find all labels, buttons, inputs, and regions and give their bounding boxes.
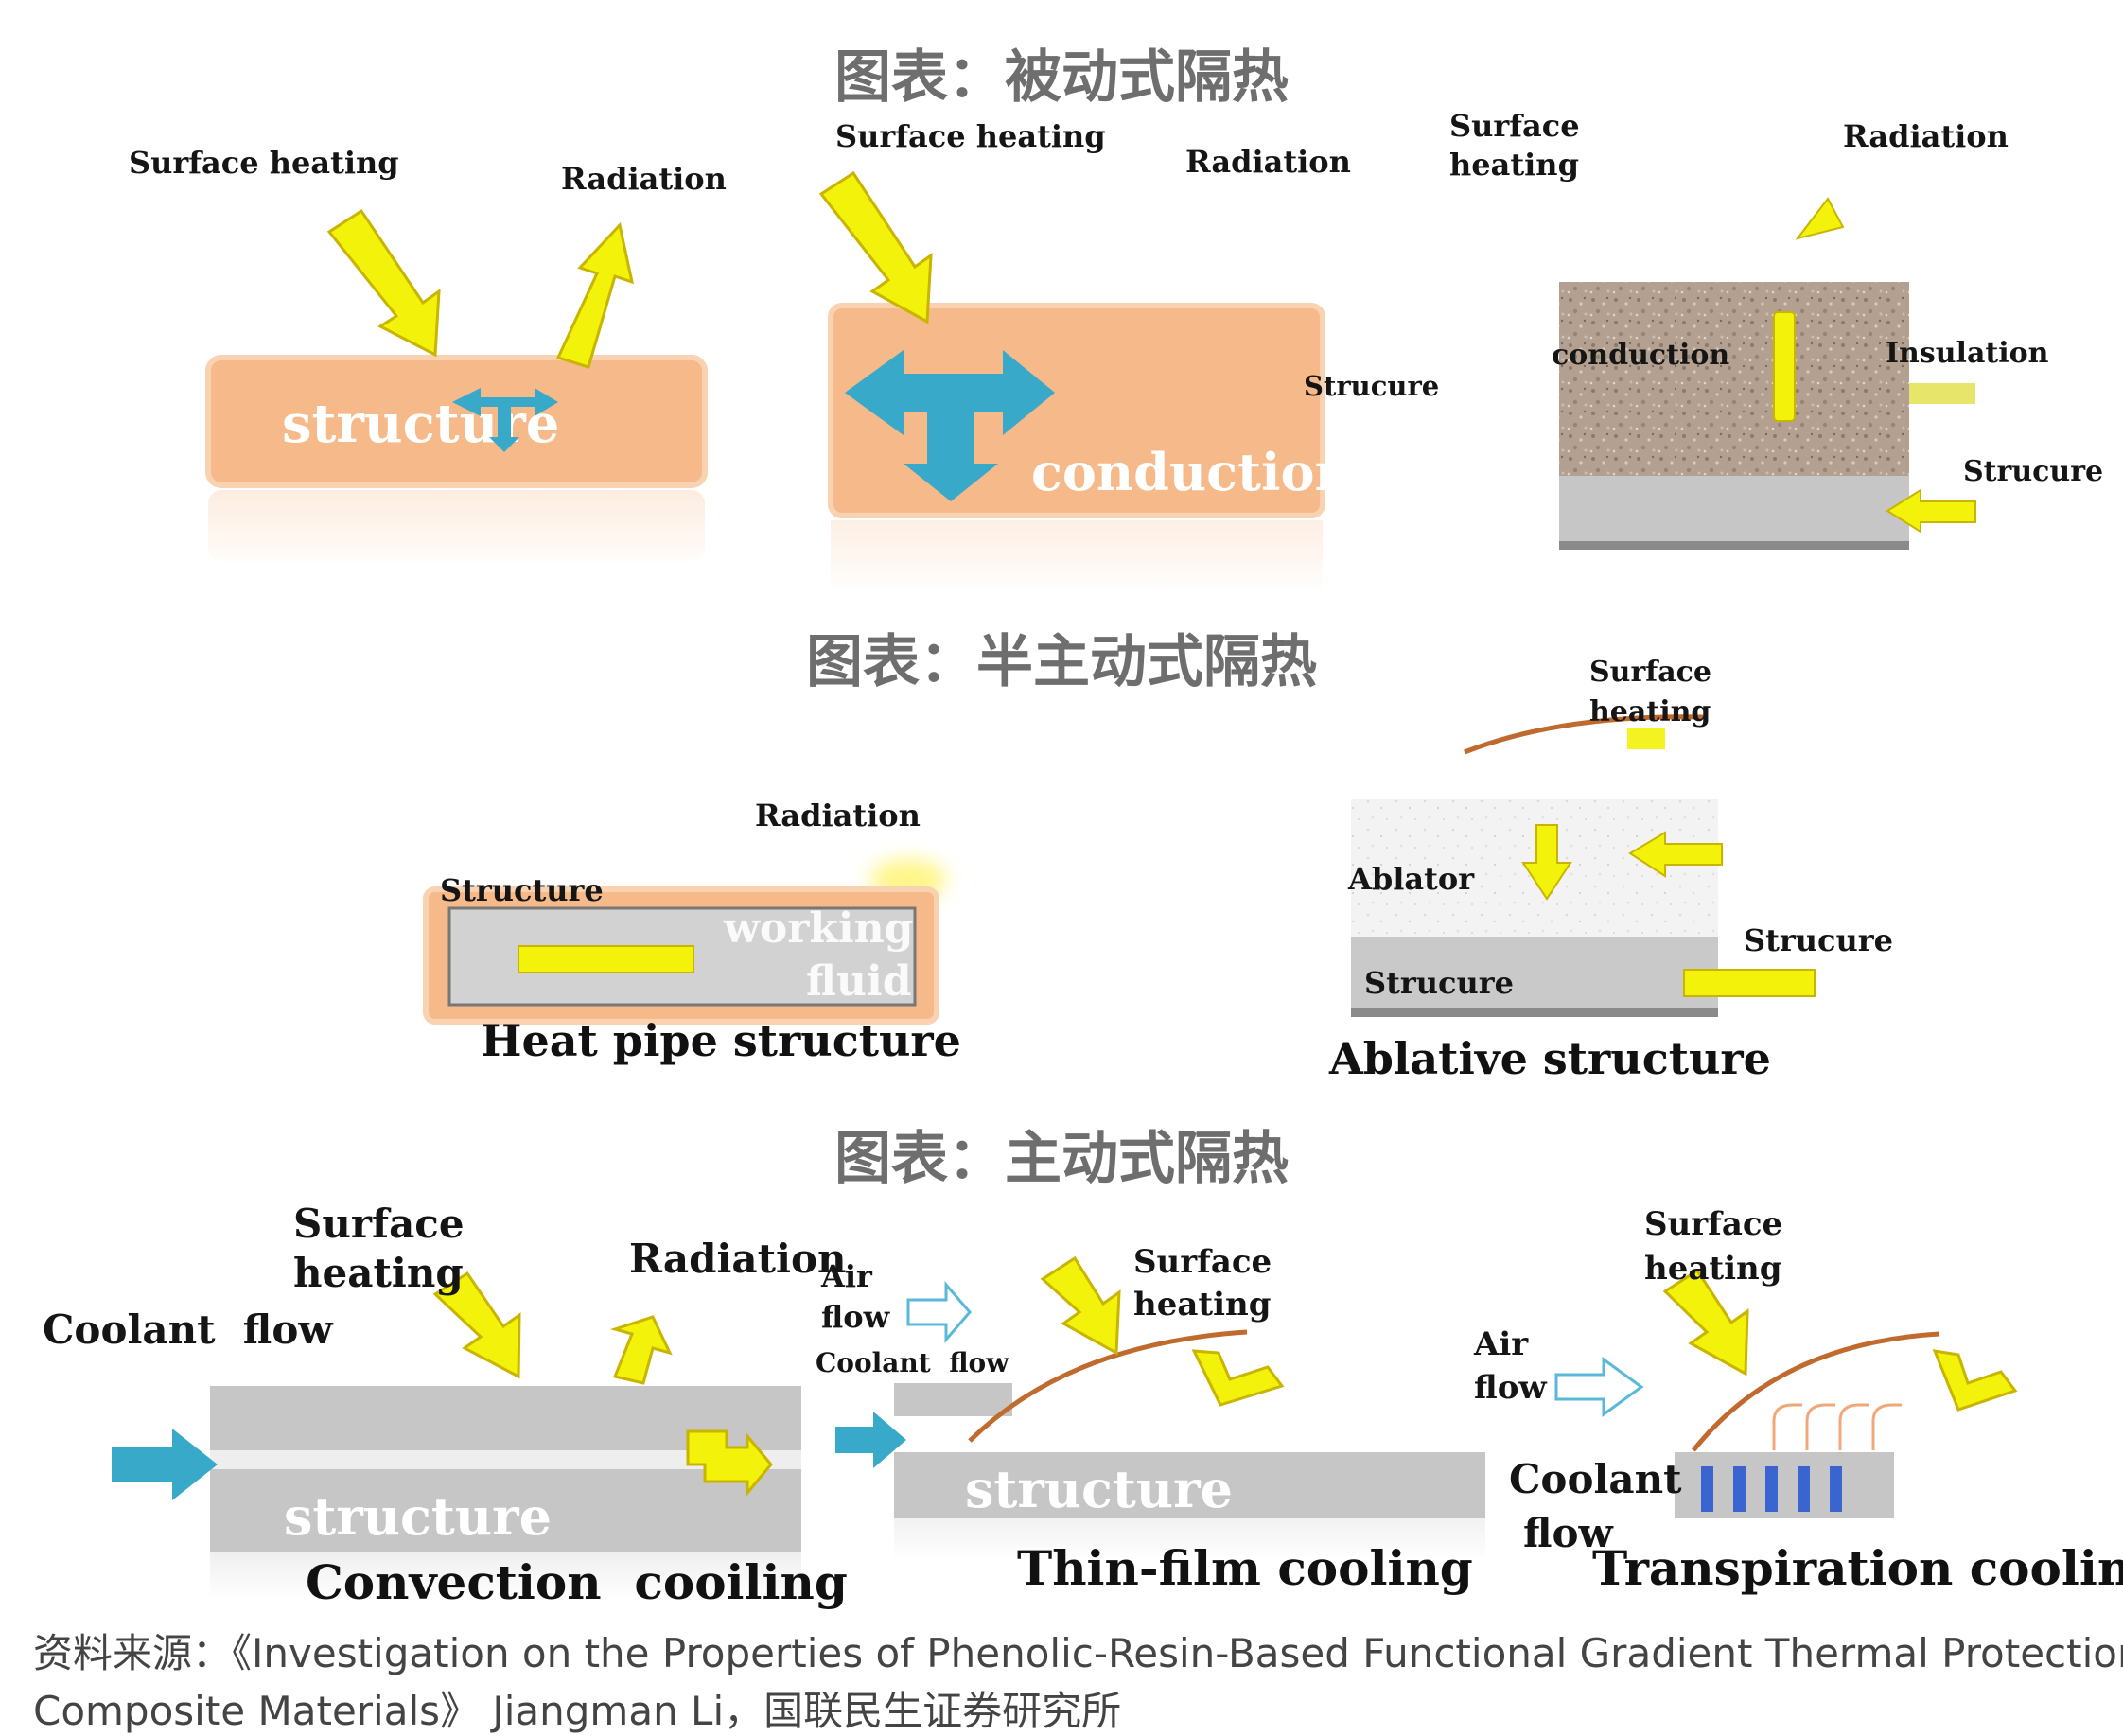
surface-heating-arrow xyxy=(818,170,933,324)
fluid-label: fluid xyxy=(806,957,911,1006)
ablative-caption: Ablative structure xyxy=(1328,1033,1771,1084)
active-section-title: 图表：主动式隔热 xyxy=(834,1126,1289,1192)
structure-label: structure xyxy=(284,1486,552,1547)
convection-caption: Convection cooiling xyxy=(306,1554,848,1610)
coolant-flow-label: Coolant flow xyxy=(816,1347,1009,1378)
insulation-arrow xyxy=(1909,383,1975,404)
radiation-arrow xyxy=(1932,1349,2018,1412)
surface-heating-label: Surface heating xyxy=(835,118,1106,154)
thin-film-caption: Thin-film cooling xyxy=(1017,1540,1473,1596)
surface-heating-label-2: heating xyxy=(1133,1286,1272,1324)
surface-heating-label-2: heating xyxy=(1644,1250,1782,1288)
transpiration-caption: Transpiration cooling xyxy=(1592,1540,2123,1596)
ablative-panel: Surface heating Ablator Strucure Strucur… xyxy=(1328,656,1893,1084)
air-flow-arrow xyxy=(906,1280,972,1344)
air-flow-arrow xyxy=(1554,1357,1644,1417)
surface-heating-label-2: heating xyxy=(1449,147,1579,183)
conduction-label: conduction xyxy=(1031,442,1352,502)
transpiration-pores xyxy=(1701,1466,1842,1512)
structure-plate xyxy=(1351,937,1718,1017)
passive-panel-3: Surface heating Radiation conduction Ins… xyxy=(1449,108,2103,595)
insulation-block xyxy=(1559,282,1909,476)
surface-heating-label-1: Surface xyxy=(1133,1243,1272,1281)
thin-film-panel: structure Air flow Coolant flow Surface … xyxy=(816,1243,1493,1596)
coolant-inlet-arrow xyxy=(112,1429,218,1500)
structure-block xyxy=(205,355,708,488)
surface-heating-curve xyxy=(1464,714,1704,755)
coolant-flow-label-2: flow xyxy=(1523,1510,1614,1556)
radiation-arrow xyxy=(555,221,635,369)
ablator-label: Ablator xyxy=(1347,861,1475,897)
film-curve xyxy=(968,1329,1248,1443)
structure-label: Structure xyxy=(440,872,604,908)
radiation-label: Radiation xyxy=(1185,144,1351,180)
transpiration-panel: Surface heating Air flow Coolant flow Tr… xyxy=(1473,1205,2123,1596)
convection-panel: structure Surface heating Radiation Cool… xyxy=(43,1201,848,1610)
structure-label: structure xyxy=(965,1459,1233,1519)
conduction-arrows xyxy=(845,350,1055,501)
conduction-arrow xyxy=(1773,311,1796,422)
surface-heating-arrow xyxy=(1662,1268,1749,1377)
air-flow-label-2: flow xyxy=(821,1299,891,1335)
heat-pipe-panel: working fluid Radiation Structure Heat p… xyxy=(423,798,961,1066)
structure-outer-label: Strucure xyxy=(1744,922,1893,958)
passive-section-title: 图表：被动式隔热 xyxy=(834,44,1289,111)
coolant-inlet-arrow xyxy=(835,1412,906,1468)
conduction-label: conduction xyxy=(1552,339,1729,372)
transpiration-flow-arrows xyxy=(1772,1403,1902,1450)
working-label: working xyxy=(723,904,913,953)
radiation-arrow xyxy=(609,1315,673,1385)
structure-label: Strucure xyxy=(1963,455,2103,488)
radiation-label: Radiation xyxy=(561,161,727,197)
semi-active-section-title: 图表：半主动式隔热 xyxy=(806,629,1317,695)
heat-pipe-caption: Heat pipe structure xyxy=(481,1015,961,1066)
coolant-exit-arrow xyxy=(686,1429,773,1498)
structure-plate xyxy=(210,1469,801,1552)
structure-arrow xyxy=(1886,488,1976,534)
heat-arrow xyxy=(1628,831,1723,878)
surface-heating-label-1: Surface xyxy=(293,1201,465,1247)
conduction-arrows xyxy=(452,388,558,452)
structure-label: Strucure xyxy=(1304,370,1439,402)
radiation-label: Radiation xyxy=(1843,118,2009,154)
surface-heating-arrow xyxy=(1040,1255,1121,1356)
structure-plate xyxy=(894,1452,1485,1518)
source-line-1: 资料来源：《Investigation on the Properties of… xyxy=(33,1630,2123,1676)
surface-heating-arrow xyxy=(432,1271,521,1379)
surface-heating-label-1: Surface xyxy=(1449,108,1580,144)
surface-heating-label: Surface heating xyxy=(129,145,399,181)
coolant-flow-label: Coolant flow xyxy=(43,1306,333,1353)
insulation-label: Insulation xyxy=(1886,337,2049,370)
surface-heating-arrow xyxy=(326,208,441,358)
working-fluid-bar xyxy=(518,945,694,973)
coolant-flow-label-1: Coolant xyxy=(1509,1456,1682,1502)
radiation-arrow xyxy=(1795,197,1845,240)
ablation-down-arrow xyxy=(1521,824,1572,901)
coolant-slot-plate xyxy=(894,1383,1012,1416)
air-flow-label-1: Air xyxy=(820,1258,873,1294)
film-curve xyxy=(1692,1331,1940,1452)
air-flow-label-1: Air xyxy=(1473,1325,1529,1363)
structure-plate xyxy=(1559,476,1909,550)
passive-panel-1: structure Surface heating Radiation xyxy=(129,145,727,573)
surface-heating-label-2: heating xyxy=(1589,695,1711,728)
air-flow-label-2: flow xyxy=(1474,1369,1547,1407)
radiation-arrow xyxy=(1191,1349,1285,1407)
surface-heating-label-1: Surface xyxy=(1589,656,1711,689)
passive-panel-2: conduction Surface heating Radiation Str… xyxy=(818,118,1439,594)
structure-inner-label: Strucure xyxy=(1364,965,1514,1001)
structure-arrow xyxy=(1683,969,1816,997)
coolant-channel xyxy=(210,1450,801,1469)
surface-heating-label-2: heating xyxy=(293,1250,464,1296)
radiation-label: Radiation xyxy=(629,1236,847,1282)
radiation-label: Radiation xyxy=(755,798,921,833)
surface-heating-label-1: Surface xyxy=(1644,1205,1782,1243)
source-line-2: Composite Materials》 Jiangman Li，国联民生证券研… xyxy=(33,1688,1121,1734)
